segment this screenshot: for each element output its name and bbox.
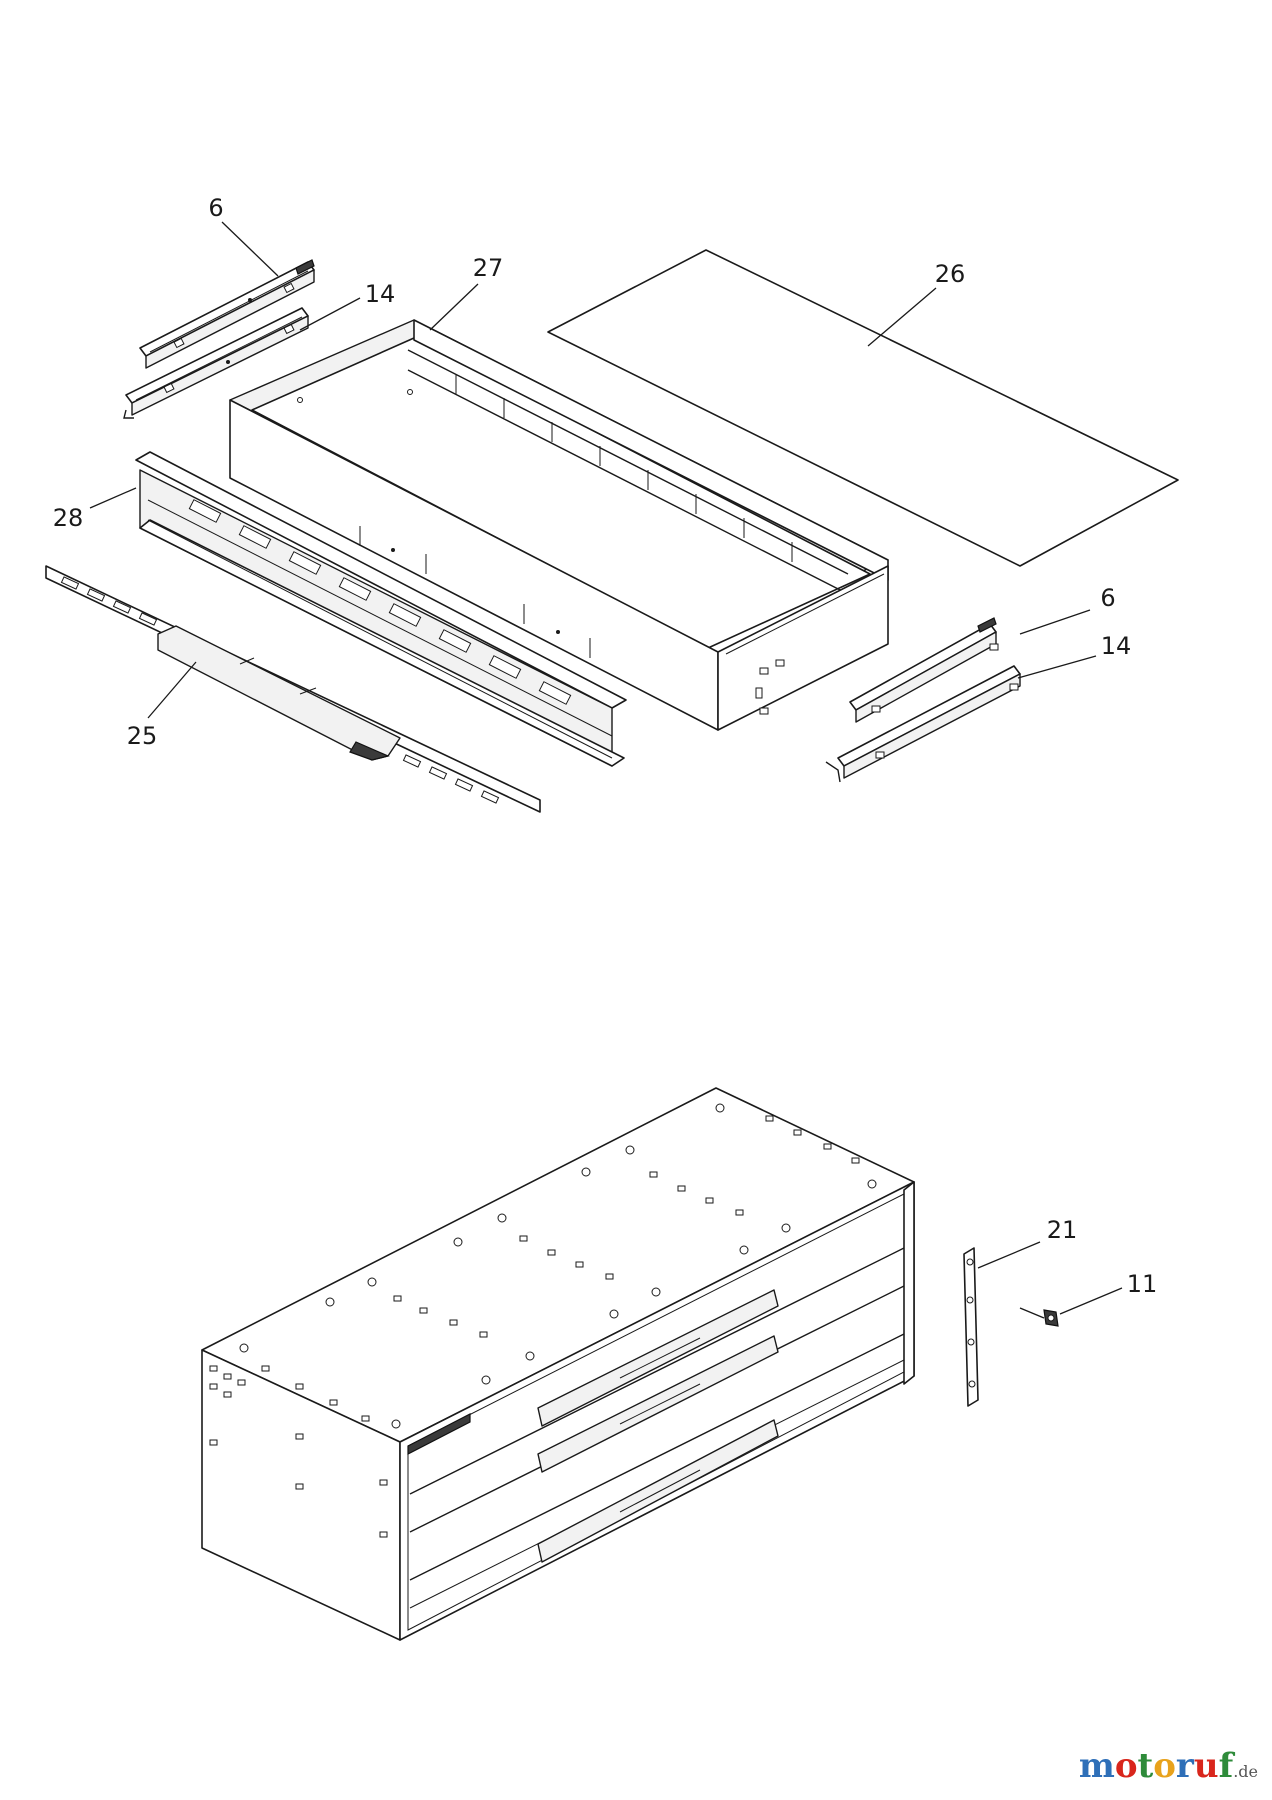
callout-25: 25 (127, 722, 158, 750)
watermark-letter: r (1175, 1746, 1194, 1786)
lock-11 (1019, 1307, 1059, 1327)
callout-21: 21 (1047, 1216, 1078, 1244)
drawer-body-27 (229, 319, 889, 731)
callout-26: 26 (935, 260, 966, 288)
cabinet-assembly (201, 1087, 915, 1641)
drawer-slide-6-top (139, 259, 315, 369)
watermark-letter: u (1193, 1746, 1219, 1786)
leader-lines (89, 221, 1123, 1315)
callout-14-top: 14 (365, 280, 396, 308)
front-strip-25 (45, 565, 541, 813)
motoruf-watermark: motoruf.de (1079, 1746, 1258, 1786)
watermark-letter: o (1114, 1746, 1138, 1786)
watermark-letters: motoruf (1079, 1746, 1233, 1786)
front-rail-28 (135, 451, 627, 767)
drawer-slide-6-right (849, 617, 999, 723)
watermark-letter: f (1218, 1746, 1234, 1786)
callout-11: 11 (1127, 1270, 1158, 1298)
watermark-suffix: .de (1233, 1762, 1258, 1781)
drawer-slide-14-right (825, 665, 1021, 783)
callout-28: 28 (53, 504, 84, 532)
watermark-letter: o (1153, 1746, 1176, 1786)
lock-bar-21 (963, 1247, 979, 1407)
watermark-letter: t (1137, 1746, 1154, 1786)
drawer-slide-14-top (123, 307, 309, 419)
callout-27: 27 (473, 254, 504, 282)
drawer-liner-26 (547, 249, 1179, 567)
callout-14-right: 14 (1101, 632, 1132, 660)
callout-6-top: 6 (208, 194, 223, 222)
watermark-letter: m (1078, 1746, 1115, 1786)
callout-6-right: 6 (1100, 584, 1115, 612)
